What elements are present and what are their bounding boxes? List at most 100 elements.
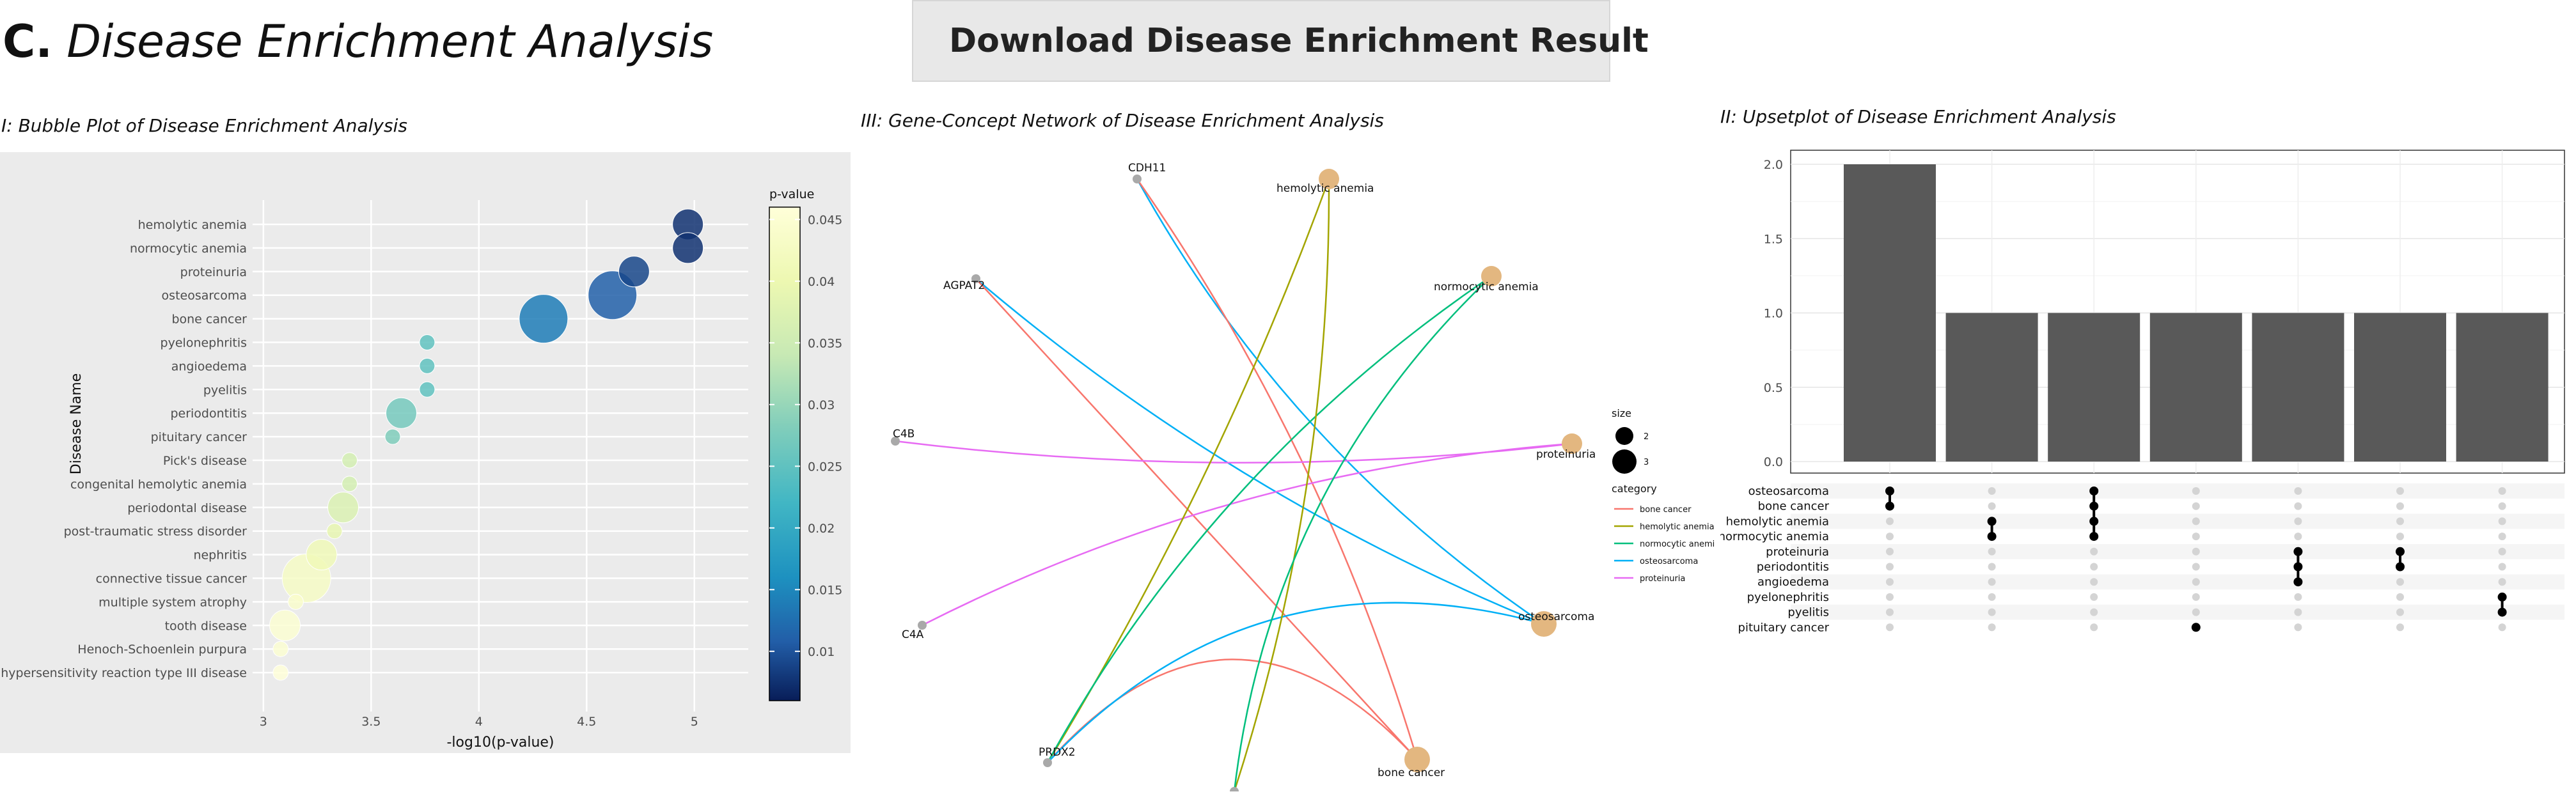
y-tick-label: pyelitis bbox=[203, 383, 247, 397]
bubble-point bbox=[272, 664, 289, 681]
y-tick-label: hemolytic anemia bbox=[138, 218, 247, 232]
bubble-point bbox=[306, 539, 338, 571]
set-label: hemolytic anemia bbox=[1726, 515, 1829, 528]
matrix-dot-empty bbox=[1886, 563, 1894, 571]
matrix-dot-empty bbox=[2090, 563, 2098, 571]
color-legend-label: 0.025 bbox=[808, 460, 842, 474]
color-legend-title: p-value bbox=[769, 187, 814, 201]
set-label: proteinuria bbox=[1766, 545, 1829, 559]
section-heading: C. Disease Enrichment Analysis bbox=[3, 15, 713, 68]
category-legend-title: category bbox=[1612, 483, 1657, 495]
matrix-dot-filled bbox=[2293, 562, 2303, 572]
matrix-dot-empty bbox=[2498, 487, 2506, 495]
matrix-dot-empty bbox=[1988, 608, 1996, 616]
download-result-button[interactable]: Download Disease Enrichment Result bbox=[912, 0, 1649, 82]
matrix-dot-empty bbox=[2090, 608, 2098, 616]
matrix-dot-empty bbox=[2294, 517, 2302, 525]
network-edge bbox=[1046, 275, 1492, 763]
matrix-dot-empty bbox=[2294, 623, 2302, 632]
bubble-point bbox=[269, 609, 301, 641]
bubble-point bbox=[618, 256, 650, 288]
bubble-plot-title: I: Bubble Plot of Disease Enrichment Ana… bbox=[1, 115, 407, 136]
matrix-dot-filled bbox=[2089, 501, 2099, 511]
set-label: angioedema bbox=[1757, 575, 1829, 589]
matrix-dot-empty bbox=[2498, 578, 2506, 586]
category-legend-label: hemolytic anemia bbox=[1640, 522, 1714, 532]
matrix-dot-empty bbox=[1886, 547, 1894, 556]
network-edge bbox=[895, 440, 1573, 464]
disease-label: bone cancer bbox=[1378, 767, 1445, 779]
disease-node bbox=[1404, 747, 1430, 772]
matrix-dot-empty bbox=[2498, 517, 2506, 525]
category-legend-label: normocytic anemia bbox=[1640, 540, 1714, 549]
intersection-bar bbox=[2354, 313, 2446, 462]
disease-node bbox=[1481, 266, 1502, 286]
section-letter: C. bbox=[3, 15, 52, 68]
matrix-dot-empty bbox=[2396, 623, 2404, 632]
y-tick-label: hypersensitivity reaction type III disea… bbox=[1, 666, 247, 680]
matrix-dot-empty bbox=[2396, 502, 2404, 510]
intersection-bar bbox=[1945, 313, 2038, 462]
y-tick-label: angioedema bbox=[171, 359, 247, 373]
y-tick-label: nephritis bbox=[193, 549, 247, 563]
matrix-dot-filled bbox=[2089, 517, 2099, 526]
y-tick-label: proteinuria bbox=[180, 265, 247, 279]
size-legend-label: 3 bbox=[1644, 458, 1649, 467]
disease-label: proteinuria bbox=[1536, 448, 1596, 461]
matrix-dot-filled bbox=[1885, 501, 1894, 511]
matrix-dot-empty bbox=[2294, 502, 2302, 510]
matrix-dot-empty bbox=[2192, 547, 2200, 556]
gene-node bbox=[971, 274, 980, 283]
disease-node bbox=[1531, 611, 1557, 637]
matrix-dot-empty bbox=[2192, 563, 2200, 571]
y-tick-label: 1.5 bbox=[1764, 232, 1783, 246]
gene-label: C4B bbox=[893, 428, 915, 440]
color-legend-label: 0.01 bbox=[808, 645, 835, 659]
matrix-row-stripe bbox=[1791, 513, 2564, 529]
matrix-dot-filled bbox=[2497, 607, 2507, 617]
gene-label: PRDX2 bbox=[1039, 746, 1076, 759]
gene-label: AGPAT2 bbox=[943, 279, 985, 292]
set-label: pituitary cancer bbox=[1738, 621, 1830, 634]
color-legend-label: 0.015 bbox=[808, 583, 842, 597]
matrix-dot-empty bbox=[1886, 608, 1894, 616]
matrix-dot-empty bbox=[1886, 533, 1894, 541]
set-label: normocytic anemia bbox=[1720, 530, 1829, 543]
disease-node bbox=[1562, 433, 1582, 454]
matrix-dot-empty bbox=[1988, 487, 1996, 495]
y-tick-label: periodontal disease bbox=[127, 501, 247, 515]
bubble-point bbox=[327, 492, 359, 524]
y-tick-label: pituitary cancer bbox=[151, 430, 247, 444]
matrix-dot-empty bbox=[2498, 533, 2506, 541]
bubble-point bbox=[419, 334, 436, 350]
matrix-dot-empty bbox=[2192, 533, 2200, 541]
matrix-dot-empty bbox=[2090, 623, 2098, 632]
download-button-label: Download Disease Enrichment Result bbox=[949, 22, 1649, 60]
network-edge bbox=[922, 442, 1573, 627]
disease-label: hemolytic anemia bbox=[1276, 182, 1374, 195]
matrix-dot-empty bbox=[2396, 533, 2404, 541]
disease-label: osteosarcoma bbox=[1518, 611, 1594, 623]
bubble-point bbox=[342, 452, 358, 469]
color-legend-label: 0.03 bbox=[808, 398, 835, 412]
matrix-dot-empty bbox=[2396, 593, 2404, 601]
y-axis-label: Disease Name bbox=[68, 373, 84, 474]
intersection-bar bbox=[2252, 313, 2344, 462]
matrix-dot-empty bbox=[2396, 487, 2404, 495]
gene-label: CDH11 bbox=[1128, 162, 1166, 175]
disease-node bbox=[1319, 169, 1339, 189]
gene-node bbox=[891, 437, 900, 446]
matrix-dot-filled bbox=[2089, 487, 2099, 495]
y-tick-label: 0.5 bbox=[1764, 381, 1783, 395]
matrix-dot-empty bbox=[1988, 593, 1996, 601]
y-tick-label: multiple system atrophy bbox=[98, 595, 247, 609]
bubble-point bbox=[419, 357, 436, 374]
size-legend-title: size bbox=[1612, 407, 1631, 419]
network-edge bbox=[1136, 178, 1544, 625]
gene-node bbox=[918, 621, 927, 630]
y-tick-label: periodontitis bbox=[170, 407, 247, 421]
matrix-dot-empty bbox=[1886, 623, 1894, 632]
x-tick-label: 3 bbox=[260, 715, 267, 729]
